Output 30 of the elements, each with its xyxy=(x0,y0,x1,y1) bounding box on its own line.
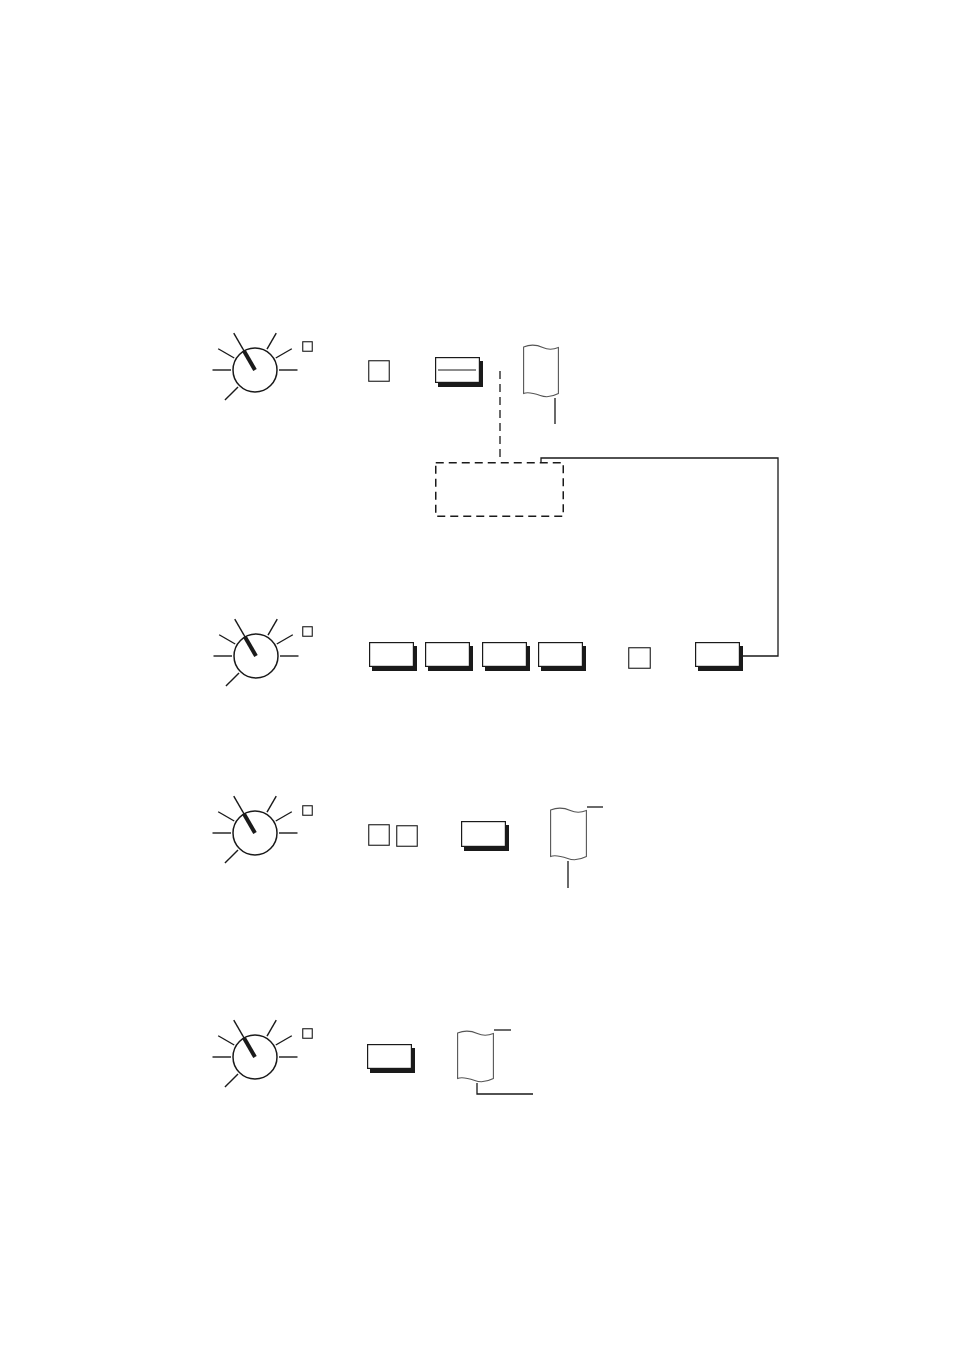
square-key-icon xyxy=(628,647,651,669)
key-icon xyxy=(538,642,586,671)
key-icon xyxy=(369,642,417,671)
rotary-dial-icon xyxy=(211,1019,299,1090)
rotary-dial-icon xyxy=(211,795,299,866)
key-icon xyxy=(695,642,743,671)
dashed-frame xyxy=(435,462,564,517)
square-key-icon xyxy=(368,824,390,846)
rotary-dial-icon xyxy=(211,332,299,403)
leader-line xyxy=(493,1029,512,1031)
small-square-icon xyxy=(302,1028,313,1039)
paper-tape-icon xyxy=(550,807,587,861)
key-icon xyxy=(461,821,509,851)
leader-line xyxy=(554,397,556,425)
small-square-icon xyxy=(302,341,313,352)
key-icon xyxy=(435,357,483,387)
key-icon xyxy=(367,1044,415,1073)
key-icon xyxy=(425,642,473,671)
small-square-icon xyxy=(302,626,313,637)
leader-line xyxy=(567,860,569,889)
leader-line xyxy=(476,1082,534,1095)
connector-line xyxy=(540,457,779,657)
key-icon xyxy=(482,642,530,671)
small-square-icon xyxy=(302,805,313,816)
paper-tape-icon xyxy=(523,344,559,398)
paper-tape-icon xyxy=(457,1030,494,1083)
leader-line xyxy=(586,806,604,808)
square-key-icon xyxy=(396,825,418,847)
square-key-icon xyxy=(368,360,390,382)
rotary-dial-icon xyxy=(212,618,300,689)
